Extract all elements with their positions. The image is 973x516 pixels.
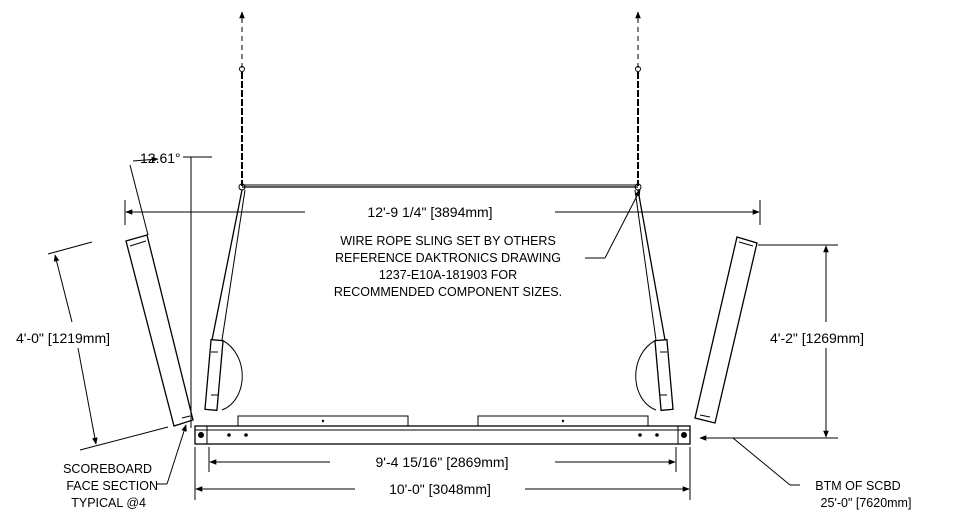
sling-note-line-2: REFERENCE DAKTRONICS DRAWING [335, 251, 561, 265]
sling-note-line-4: RECOMMENDED COMPONENT SIZES. [334, 285, 562, 299]
base-frame [194, 415, 691, 445]
dim-angle: 12.61° [129, 150, 212, 428]
left-face-section [125, 234, 194, 427]
left-sling-leg [204, 189, 246, 412]
dim-sling-span: 12'-9 1/4" [3894mm] [124, 200, 761, 225]
dim-overall-width-text: 10'-0" [3048mm] [389, 481, 491, 497]
dim-left-panel: 4'-0" [1219mm] [16, 241, 169, 451]
dim-inner-width: 9'-4 15/16" [2869mm] [208, 447, 677, 472]
bottom-ref-line-2: 25'-0" [7620mm] [821, 496, 912, 510]
dim-sling-span-text: 12'-9 1/4" [3894mm] [367, 204, 492, 220]
sling-note-line-3: 1237-E10A-181903 FOR [379, 268, 517, 282]
right-face-section [694, 236, 758, 424]
bottom-ref-callout: BTM OF SCBD 25'-0" [7620mm] [699, 435, 912, 510]
bottom-ref-line-1: BTM OF SCBD [815, 479, 900, 493]
face-section-line-2: FACE SECTION [66, 479, 158, 493]
dim-right-panel-text: 4'-2" [1269mm] [770, 330, 864, 346]
right-sling-leg [634, 189, 674, 412]
dim-overall-width: 10'-0" [3048mm] [194, 447, 691, 500]
face-section-line-1: SCOREBOARD [63, 462, 152, 476]
face-section-line-3: TYPICAL @4 [71, 496, 146, 510]
face-section-callout: SCOREBOARD FACE SECTION TYPICAL @4 [63, 424, 187, 510]
dim-right-panel: 4'-2" [1269mm] [720, 244, 864, 439]
left-lift-line [239, 11, 245, 186]
dim-left-panel-text: 4'-0" [1219mm] [16, 330, 110, 346]
spreader-bar [238, 183, 642, 191]
angle-text: 12.61° [140, 150, 181, 166]
sling-note-line-1: WIRE ROPE SLING SET BY OTHERS [340, 234, 556, 248]
dim-inner-width-text: 9'-4 15/16" [2869mm] [376, 454, 509, 470]
right-lift-line [635, 11, 641, 186]
sling-note: WIRE ROPE SLING SET BY OTHERS REFERENCE … [334, 189, 641, 299]
